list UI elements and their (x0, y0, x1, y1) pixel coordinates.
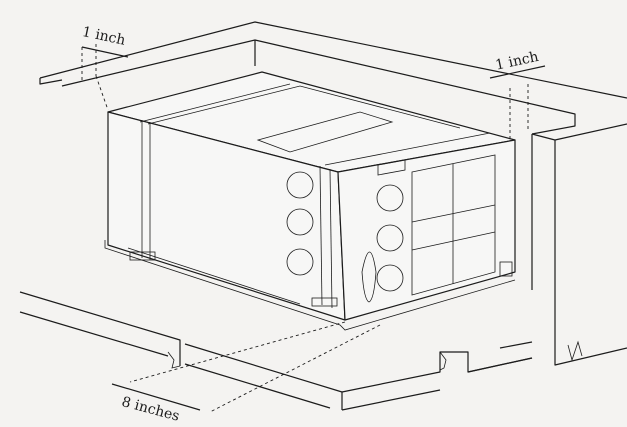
dimension-lines (81, 44, 546, 413)
roof-curb (19, 291, 533, 411)
fan-ports-left (286, 171, 314, 276)
parapet-wall (39, 21, 627, 366)
access-panels (411, 154, 496, 296)
hvac-unit (104, 71, 516, 331)
fan-ports-right (361, 184, 404, 303)
